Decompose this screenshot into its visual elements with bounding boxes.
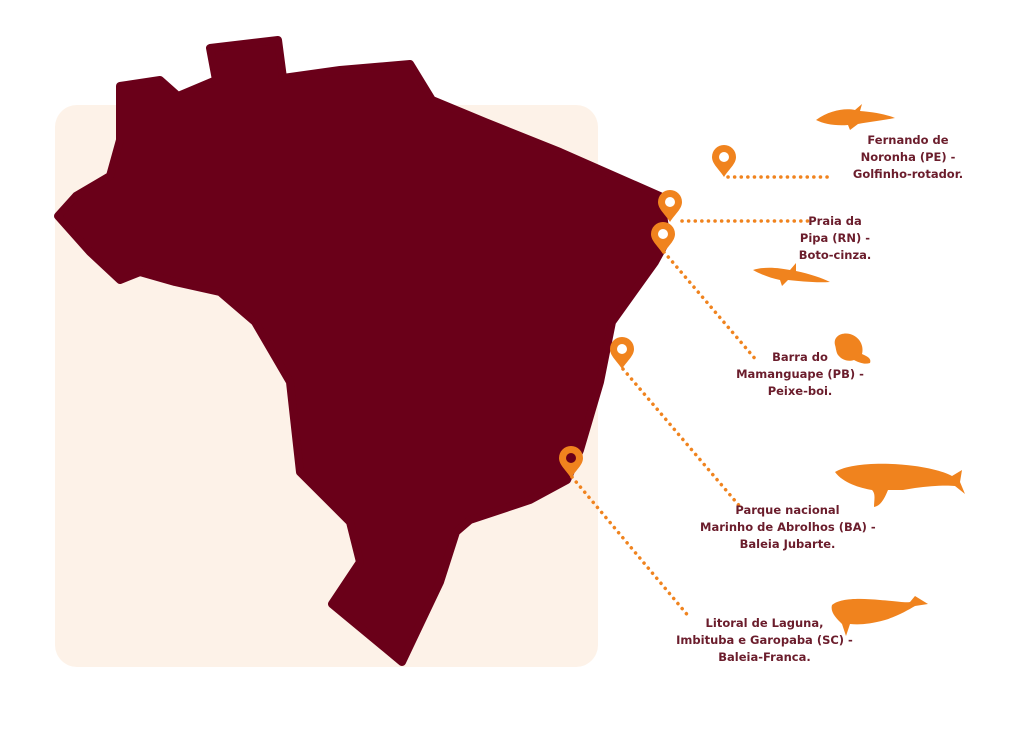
label-line: Parque nacional [735, 503, 840, 517]
map-pin-icon [610, 337, 634, 369]
label-line: Imbituba e Garopaba (SC) - [676, 633, 853, 647]
label-line: Fernando de [867, 133, 949, 147]
map-pin-icon [658, 190, 682, 222]
map-pins [559, 145, 736, 478]
label-line: Mamanguape (PB) - [736, 367, 864, 381]
animal-icons [753, 104, 965, 636]
location-label-abrolhos: Parque nacional Marinho de Abrolhos (BA)… [700, 502, 876, 553]
label-line: Baleia Jubarte. [739, 537, 836, 551]
connector-abrolhos [621, 367, 744, 511]
dolphin-icon [753, 263, 830, 286]
brazil-map-shape [54, 36, 671, 666]
connector-laguna [570, 475, 692, 620]
label-line: Praia da [808, 214, 862, 228]
location-label-mamanguape: Barra do Mamanguape (PB) - Peixe-boi. [730, 349, 870, 400]
connector-mamanguape [662, 250, 759, 363]
label-line: Noronha (PE) - [860, 150, 956, 164]
location-label-laguna: Litoral de Laguna, Imbituba e Garopaba (… [672, 615, 857, 666]
label-line: Barra do [772, 350, 828, 364]
map-pin-icon [651, 222, 675, 254]
right-whale-icon [831, 596, 928, 636]
label-line: Golfinho-rotador. [852, 167, 964, 181]
humpback-whale-icon [835, 463, 965, 507]
map-pin-icon [559, 446, 583, 478]
connector-lines [570, 175, 834, 620]
label-line: Baleia-Franca. [718, 650, 811, 664]
label-line: Litoral de Laguna, [705, 616, 824, 630]
label-line: Boto-cinza. [798, 248, 872, 262]
location-label-noronha: Fernando de Noronha (PE) - Golfinho-rota… [838, 132, 978, 183]
location-label-pipa: Praia da Pipa (RN) - Boto-cinza. [780, 213, 890, 264]
dolphin-icon [816, 104, 895, 130]
manatee-icon [834, 333, 871, 364]
label-line: Peixe-boi. [767, 384, 833, 398]
label-line: Pipa (RN) - [799, 231, 871, 245]
label-line: Marinho de Abrolhos (BA) - [700, 520, 876, 534]
map-pin-icon [712, 145, 736, 177]
